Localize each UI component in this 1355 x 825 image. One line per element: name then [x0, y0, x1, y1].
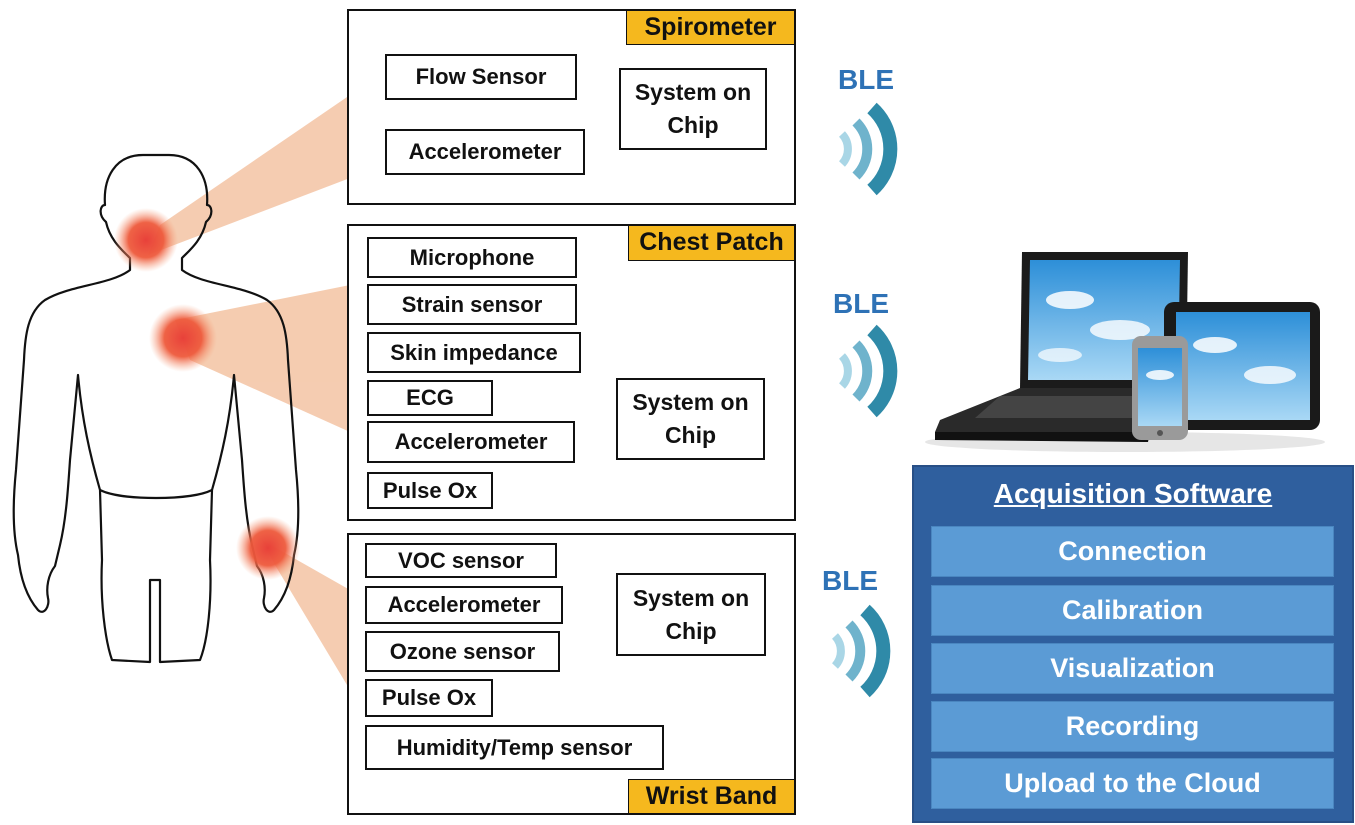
beam-spirometer: [148, 95, 350, 255]
soc-line2: Chip: [664, 422, 717, 448]
ble-label: BLE: [833, 288, 889, 319]
beams: [148, 95, 350, 690]
sensor-flow-sensor: Flow Sensor: [385, 54, 577, 100]
human-body-icon: [12, 153, 300, 664]
soc-line1: System on: [634, 79, 752, 105]
sensor-ozone: Ozone sensor: [365, 631, 560, 672]
software-item-upload-cloud: Upload to the Cloud: [931, 758, 1334, 809]
glow-neck: [114, 208, 178, 272]
system-on-chip: System on Chip: [619, 68, 767, 150]
ble-label: BLE: [822, 565, 878, 596]
wireless-signal-icon-2: [838, 324, 898, 418]
beam-chest-patch: [175, 285, 350, 432]
sensor-humidity-temp: Humidity/Temp sensor: [365, 725, 664, 770]
wireless-signal-icon-1: [838, 102, 898, 196]
sensor-microphone: Microphone: [367, 237, 577, 278]
sensor-ecg: ECG: [367, 380, 493, 416]
sensor-pulse-ox: Pulse Ox: [365, 679, 493, 717]
system-on-chip: System on Chip: [616, 378, 765, 460]
soc-line2: Chip: [665, 617, 717, 644]
devices-icon: [925, 252, 1325, 452]
wireless-signal-icon-3: [831, 604, 891, 698]
software-item-visualization: Visualization: [931, 643, 1334, 694]
system-on-chip: System on Chip: [616, 573, 766, 656]
glow-chest: [149, 304, 217, 372]
beam-wrist-band: [262, 540, 350, 690]
sensor-skin-impedance: Skin impedance: [367, 332, 581, 373]
sensor-accelerometer: Accelerometer: [367, 421, 575, 463]
acquisition-software-title: Acquisition Software: [993, 478, 1273, 509]
software-item-recording: Recording: [931, 701, 1334, 752]
ble-label: BLE: [838, 64, 894, 95]
chest-patch-title: Chest Patch: [628, 225, 795, 261]
sensor-strain: Strain sensor: [367, 284, 577, 325]
soc-line2: Chip: [667, 112, 719, 138]
soc-line1: System on: [632, 584, 750, 611]
sensor-voc: VOC sensor: [365, 543, 557, 578]
wrist-band-title: Wrist Band: [628, 779, 795, 814]
sensor-accelerometer: Accelerometer: [365, 586, 563, 624]
software-item-connection: Connection: [931, 526, 1334, 577]
sensor-pulse-ox: Pulse Ox: [367, 472, 493, 509]
spirometer-title: Spirometer: [626, 10, 795, 45]
glow-wrist: [236, 516, 300, 580]
sensor-accelerometer: Accelerometer: [385, 129, 585, 175]
software-item-calibration: Calibration: [931, 585, 1334, 636]
soc-line1: System on: [632, 389, 749, 415]
